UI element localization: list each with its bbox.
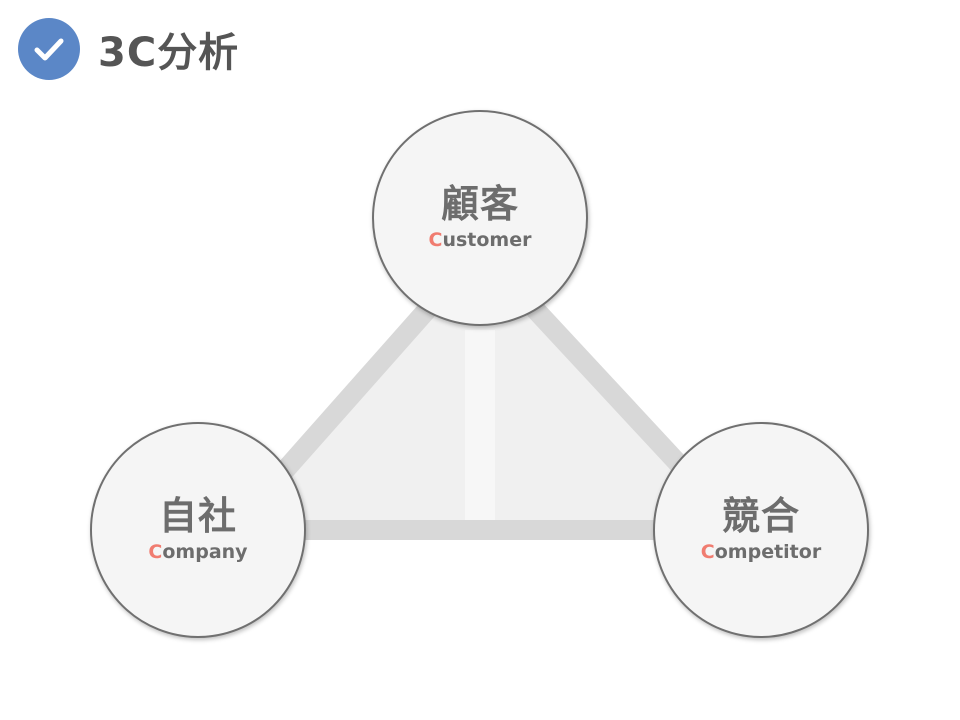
subtitle-initial: C: [428, 228, 443, 251]
subtitle-rest: ompany: [162, 540, 248, 563]
subtitle-initial: C: [148, 540, 163, 563]
subtitle-rest: ustomer: [442, 228, 532, 251]
node-subtitle: Customer: [429, 229, 532, 251]
node-subtitle: Company: [148, 541, 247, 563]
node-customer: 顧客 Customer: [372, 110, 588, 326]
node-title: 自社: [158, 494, 237, 539]
node-subtitle: Competitor: [701, 541, 821, 563]
page-title: 3C分析: [98, 30, 240, 76]
node-company: 自社 Company: [90, 422, 306, 638]
node-competitor: 競合 Competitor: [653, 422, 869, 638]
subtitle-initial: C: [700, 540, 715, 563]
subtitle-rest: ompetitor: [714, 540, 822, 563]
node-title: 顧客: [440, 182, 519, 227]
check-circle-icon: [18, 18, 80, 80]
header: 3C分析: [18, 18, 239, 80]
node-title: 競合: [721, 494, 800, 539]
